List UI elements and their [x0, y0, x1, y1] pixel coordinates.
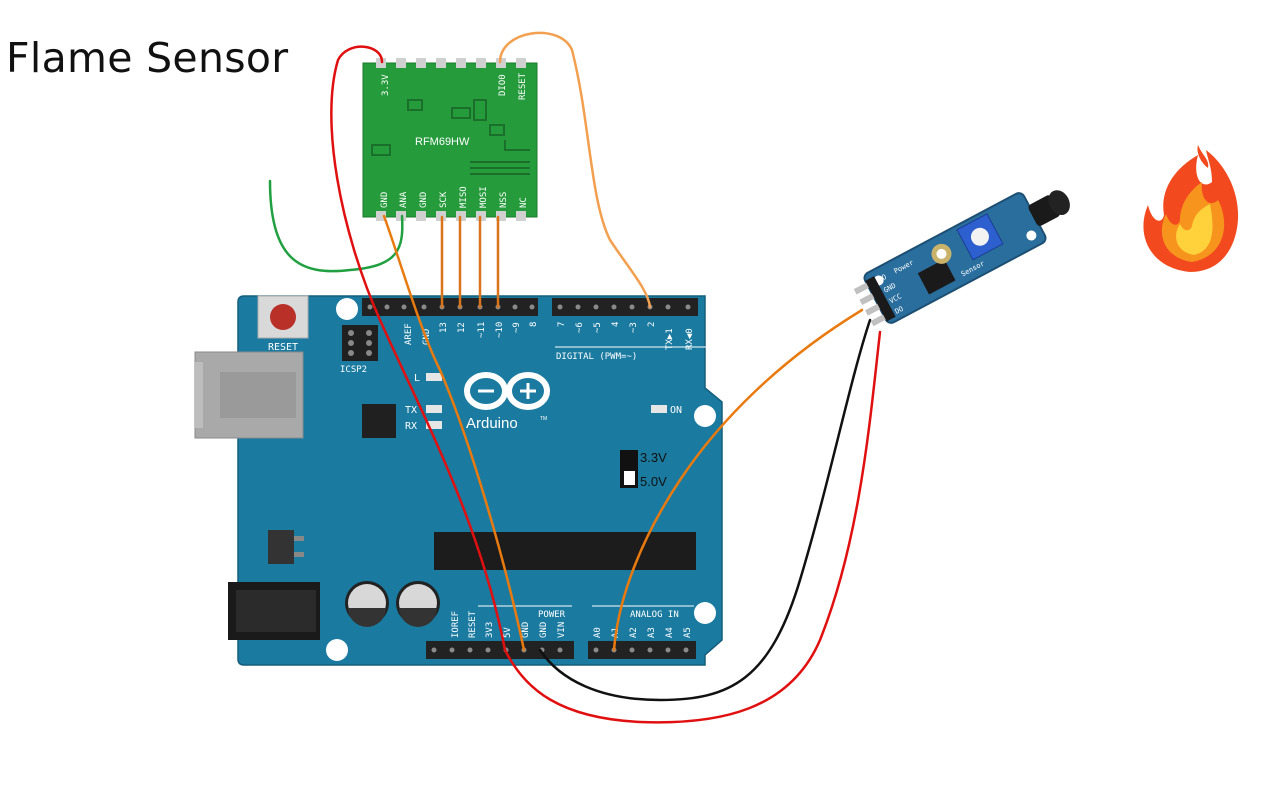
mounting-hole — [694, 405, 716, 427]
analog-label: ANALOG IN — [630, 610, 679, 620]
rf-pin-nc: NC — [519, 197, 529, 208]
rf-pin-ana: ANA — [399, 191, 409, 208]
pin-13: 13 — [439, 322, 449, 333]
led-on — [651, 405, 667, 413]
rf-pin-sck: SCK — [439, 191, 449, 208]
flame-sensor-module: AO GND VCC DO Power Sensor — [853, 190, 1070, 327]
usb-chip — [362, 404, 396, 438]
rf-pin-gnd-1: GND — [380, 192, 390, 208]
reset-label: RESET — [268, 342, 298, 353]
pin-reset: RESET — [468, 610, 478, 638]
sensor-pin-do: DO — [894, 305, 905, 316]
icsp2-label: ICSP2 — [340, 365, 367, 375]
rf-pin-miso: MISO — [459, 186, 469, 208]
led-tx — [426, 405, 442, 413]
arduino-tm: TM — [540, 416, 547, 422]
wire-sensor-gnd — [538, 318, 872, 702]
rf-pin-3v3: 3.3V — [381, 74, 391, 96]
pin-3v3: 3V3 — [485, 622, 495, 638]
rf-pin-dio0: DIO0 — [498, 74, 508, 96]
capacitor — [396, 581, 440, 627]
arduino-brand: Arduino — [466, 415, 518, 432]
arduino-board: RESET ICSP2 L — [194, 295, 723, 666]
wire-red-3v3 — [330, 45, 507, 652]
pin-vin: VIN — [557, 622, 567, 638]
pin-5: ~5 — [593, 322, 603, 333]
voltage-switch[interactable] — [620, 450, 638, 488]
pin-12: 12 — [457, 322, 467, 333]
mounting-hole — [326, 639, 348, 661]
led-l-label: L — [414, 373, 420, 384]
wire-green — [268, 179, 404, 273]
led-rx-label: RX — [405, 421, 417, 432]
pin-aref: AREF — [404, 323, 414, 345]
rfm69hw-module: RFM69HW 3.3V DIO0 RESET GND ANA GND SCK … — [362, 58, 538, 221]
arduino-logo-icon — [464, 372, 550, 410]
power-header — [426, 641, 574, 659]
pin-a5: A5 — [683, 627, 693, 638]
icsp2-header — [342, 325, 378, 361]
sensor-pin-ao: AO — [877, 273, 888, 284]
rf-pin-mosi: MOSI — [479, 186, 489, 208]
pin-a2: A2 — [629, 627, 639, 638]
pin-gnd-1: GND — [521, 622, 531, 638]
pin-4: 4 — [611, 322, 621, 327]
pin-ioref: IOREF — [451, 611, 461, 638]
pin-gnd-2: GND — [539, 622, 549, 638]
pin-5v: 5V — [503, 627, 513, 638]
mounting-hole — [694, 602, 716, 624]
flame-icon — [1143, 145, 1239, 272]
pin-6: ~6 — [575, 322, 585, 333]
power-label: POWER — [538, 610, 566, 620]
rf-module-name: RFM69HW — [415, 136, 470, 148]
pin-a0: A0 — [593, 627, 603, 638]
digital-label: DIGITAL (PWM=~) — [556, 352, 637, 362]
wire-dio0 — [498, 31, 652, 309]
pin-8: 8 — [529, 322, 539, 327]
led-on-label: ON — [670, 405, 682, 416]
capacitor — [345, 581, 389, 627]
mounting-hole — [336, 298, 358, 320]
voltage-option-5v: 5.0V — [640, 474, 667, 489]
pin-a4: A4 — [665, 627, 675, 638]
reset-button-cap[interactable] — [270, 304, 296, 330]
pin-tx1: TX▶1 — [665, 328, 675, 350]
voltage-regulator — [268, 530, 294, 564]
pin-11: ~11 — [477, 322, 487, 338]
pin-9: ~9 — [512, 322, 522, 333]
rf-pin-reset: RESET — [518, 72, 528, 100]
wire-sensor-ao — [612, 308, 864, 652]
led-rx — [426, 421, 442, 429]
led-tx-label: TX — [405, 405, 417, 416]
analog-header — [588, 641, 696, 659]
pin-rx0: RX◀0 — [685, 328, 695, 350]
pin-10: ~10 — [495, 322, 505, 338]
page-title: Flame Sensor — [6, 34, 289, 82]
rf-pin-nss: NSS — [499, 192, 509, 208]
digital-header-right — [552, 298, 698, 316]
pin-2: 2 — [647, 322, 657, 327]
wire-sensor-vcc — [503, 330, 882, 724]
voltage-option-3v3: 3.3V — [640, 450, 667, 465]
digital-header-left — [362, 298, 538, 316]
rf-pin-gnd-2: GND — [419, 192, 429, 208]
pin-3: ~3 — [629, 322, 639, 333]
pin-a3: A3 — [647, 627, 657, 638]
pin-7: 7 — [557, 322, 567, 327]
wires — [268, 31, 882, 724]
led-l — [426, 373, 442, 381]
wire-orange-gnd — [382, 214, 526, 652]
